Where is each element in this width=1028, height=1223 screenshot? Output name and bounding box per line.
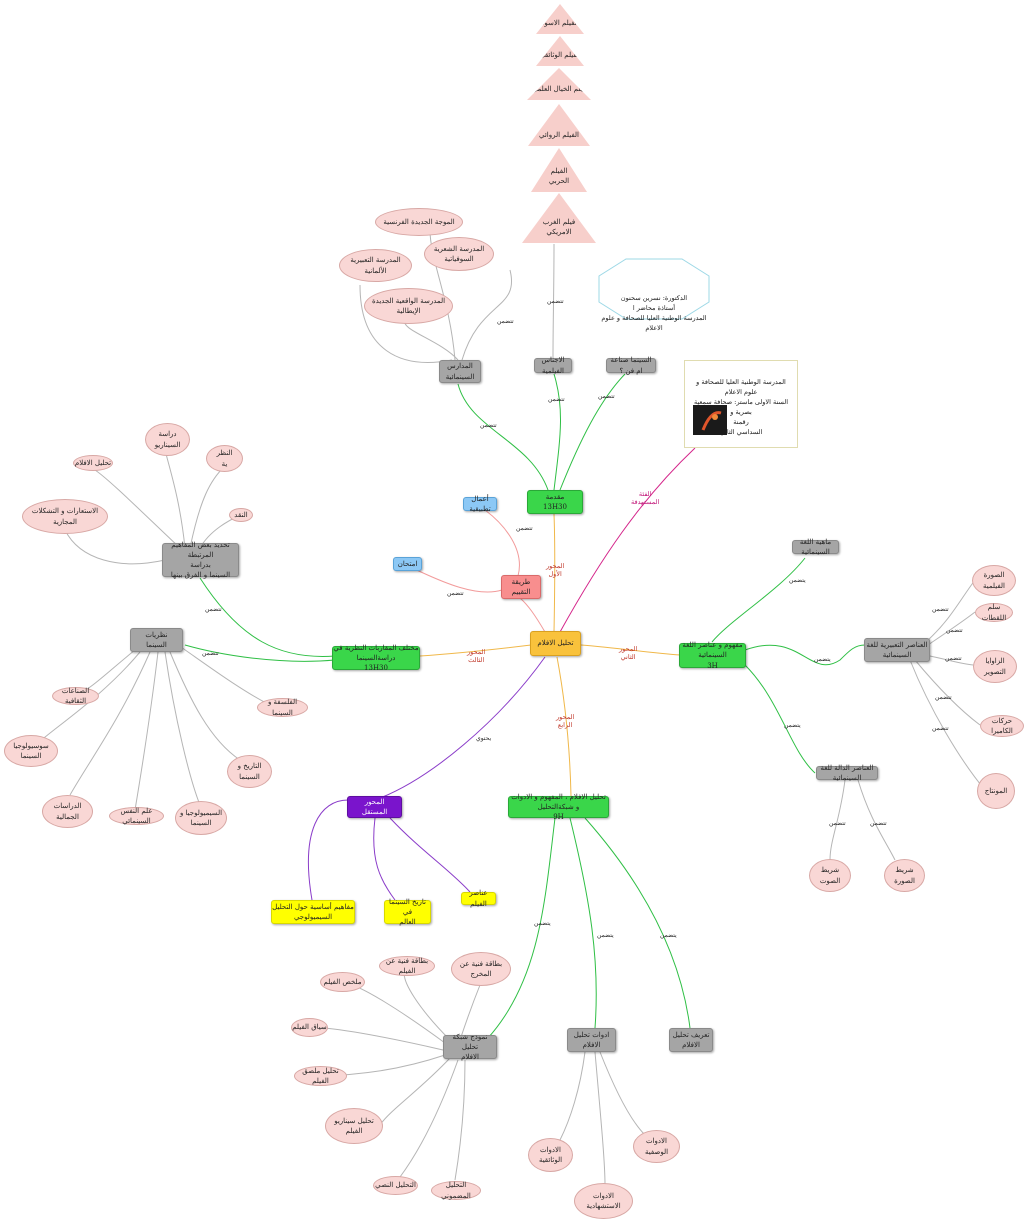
node-theories[interactable]: نظريات السينما <box>130 628 183 652</box>
author-note: الدكتورة: نسرين سحنون أستاذة محاضر ا الم… <box>598 258 710 332</box>
element-imagetrack[interactable]: شريط الصورة <box>884 859 925 892</box>
concept-theory[interactable]: النظر ية <box>206 445 243 472</box>
link-center-selfstudy <box>374 656 546 801</box>
edge-label: تتضمن <box>945 655 962 662</box>
grid-content[interactable]: التحليل المضموني <box>431 1181 481 1200</box>
concept-scenario-study[interactable]: دراسة السيناريو <box>145 423 190 456</box>
node-evaluation[interactable]: طريقة التقييم <box>501 575 541 599</box>
theory-sociology[interactable]: سوسيولوجيا السينما <box>4 735 58 767</box>
node-schools[interactable]: المدارس السينمائية <box>439 360 481 383</box>
school-german-expressionist[interactable]: المدرسة التعبيرية الألمانية <box>339 249 412 282</box>
school-soviet-poetic[interactable]: المدرسة الشعرية السوفياتية <box>424 237 494 271</box>
edge-label: تتضمن <box>205 606 222 613</box>
element-image[interactable]: الصورة الفيلمية <box>972 565 1016 596</box>
edge-label: يتضمن <box>534 920 551 927</box>
link-center-language <box>580 644 681 656</box>
node-film-elements[interactable]: عناصر الفيلم <box>461 889 496 908</box>
edge-label: تتضمن <box>516 525 533 532</box>
school-new-wave[interactable]: الموجة الجديدة الفرنسية <box>375 208 463 236</box>
node-grid-model[interactable]: نموذج شبكة تحليل الافلام <box>443 1033 497 1061</box>
node-intro[interactable]: مقدمة 13H30 <box>527 490 583 514</box>
link-center-approaches <box>419 644 532 657</box>
edge-label: تتضمن <box>932 725 949 732</box>
edge-label: تتضمن <box>497 318 514 325</box>
edge-label: تتضمن <box>547 298 564 305</box>
edge-label: تتضمن <box>932 606 949 613</box>
grid-scenario[interactable]: تحليل سيناريو الفيلم <box>325 1108 383 1144</box>
node-industry[interactable]: السينما صناعة ام فن ؟ <box>606 356 656 375</box>
octagon-frame <box>598 258 710 320</box>
concept-film-analysis[interactable]: تحليل الافلام <box>73 455 113 471</box>
edge-label: تتضمن <box>480 422 497 429</box>
concept-imaginary[interactable]: الاستعارات و التشكلات المجازية <box>22 499 108 534</box>
edge-label: تتضمن <box>870 820 887 827</box>
theory-history[interactable]: التاريخ و السينما <box>227 755 272 788</box>
edge-label: يتضمن <box>597 932 614 939</box>
element-montage[interactable]: المونتاج <box>977 773 1015 809</box>
link-center-analysis <box>556 656 572 797</box>
theory-semiology[interactable]: السيميولوجيا و السينما <box>175 801 227 835</box>
grid-summary[interactable]: ملخص الفيلم <box>320 972 365 992</box>
element-shots[interactable]: سلم اللقطات <box>975 603 1013 622</box>
thumbnail-art <box>701 411 722 431</box>
node-self-study[interactable]: المحور المستقل <box>347 796 402 818</box>
edge-label: تتضمن <box>202 650 219 657</box>
grid-poster[interactable]: تحليل ملصق الفيلم <box>294 1066 347 1086</box>
tool-descriptive[interactable]: الادوات الوصفية <box>633 1130 680 1163</box>
grid-film-card[interactable]: بطاقة فنية عن الفيلم <box>379 956 435 976</box>
node-expressive-elements[interactable]: العناصر التعبيرية للغة السينمائية <box>864 638 930 662</box>
link-center-target <box>559 447 696 633</box>
edge-label: تتضمن <box>598 393 615 400</box>
axis-label-second: المحور الثاني <box>619 645 638 661</box>
element-angles[interactable]: الزاوايا التصوير <box>973 650 1017 683</box>
edge-label: يتضمن <box>814 656 831 663</box>
grid-director-card[interactable]: بطاقة فنية عن المخرج <box>451 952 511 986</box>
node-language-nature[interactable]: ماهية اللغة السينمائية <box>792 538 839 556</box>
node-language[interactable]: مفهوم و عناصر اللغة السينمائية 3H <box>679 641 746 670</box>
node-practical-work[interactable]: أعمال تطبيقية <box>463 495 497 513</box>
element-camera-moves[interactable]: حركات الكاميرا <box>980 715 1024 737</box>
node-concepts[interactable]: تحديد بعض المفاهيم المرتبطة بدراسة السين… <box>162 541 239 579</box>
concept-critique[interactable]: النقد <box>229 508 253 522</box>
tool-interpretive[interactable]: الادوات الاستشهادية <box>574 1183 633 1219</box>
edge-label: تتضمن <box>548 396 565 403</box>
node-approaches[interactable]: مختلف المقاربات النظرية في دراسةالسينما … <box>332 643 420 673</box>
edge-label: يحتوي <box>476 735 492 742</box>
edge-label: تتضمن <box>946 627 963 634</box>
school-italian-neorealism[interactable]: المدرسة الواقعية الجديدة الإيطالية <box>364 288 453 324</box>
element-soundtrack[interactable]: شريط الصوت <box>809 859 851 892</box>
grid-context[interactable]: سياق الفيلم <box>291 1018 328 1037</box>
edge-label: يتضمن <box>660 932 677 939</box>
tool-documentary[interactable]: الادوات الوثائقية <box>528 1138 573 1172</box>
edge-label: تتضمن <box>447 590 464 597</box>
node-basic-concepts[interactable]: مفاهيم أساسية حول التحليل السيميولوجي <box>271 900 355 924</box>
grid-textual[interactable]: التحليل النصي <box>373 1176 418 1195</box>
theory-psychology[interactable]: علم النفس السينمائي <box>109 807 164 825</box>
link-center-intro <box>553 513 556 633</box>
node-tools[interactable]: ادوات تحليل الافلام <box>567 1028 616 1052</box>
edge-label: يتضمن <box>789 577 806 584</box>
link-center-evaluation <box>519 597 546 633</box>
axis-label-target: الفئة المستهدفة <box>631 490 660 506</box>
node-analysis-model[interactable]: تحليل الافلام ، المفهوم و الادوات و شبكة… <box>508 793 609 821</box>
theory-aesthetics[interactable]: الدراسات الجمالية <box>42 795 93 828</box>
node-definition[interactable]: تعريف تحليل الافلام <box>669 1028 713 1052</box>
axis-label-fourth: المحور الرابع <box>556 713 575 729</box>
edge-label: تتضمن <box>935 694 952 701</box>
edge-label: تتضمن <box>829 820 846 827</box>
node-exam[interactable]: امتحان <box>393 557 422 571</box>
theory-philosophy[interactable]: الفلسفة و السينما <box>257 698 308 717</box>
node-genres[interactable]: الاجناس الفيلمية <box>534 356 572 375</box>
cover-thumbnail <box>693 405 727 435</box>
node-cinema-history[interactable]: تاريخ السينما في العالم <box>384 898 431 926</box>
edge-label: يتضمن <box>784 722 801 729</box>
center-topic[interactable]: تحليل الافلام <box>530 631 581 656</box>
axis-label-third: المحور الثالث <box>467 648 486 664</box>
node-signifying-elements[interactable]: العناصر الدالة للغة السينمائية <box>816 764 878 782</box>
axis-label-first: المحور الأول <box>546 562 565 578</box>
theory-cultural-industries[interactable]: الصناعات الثقافية <box>52 687 99 705</box>
